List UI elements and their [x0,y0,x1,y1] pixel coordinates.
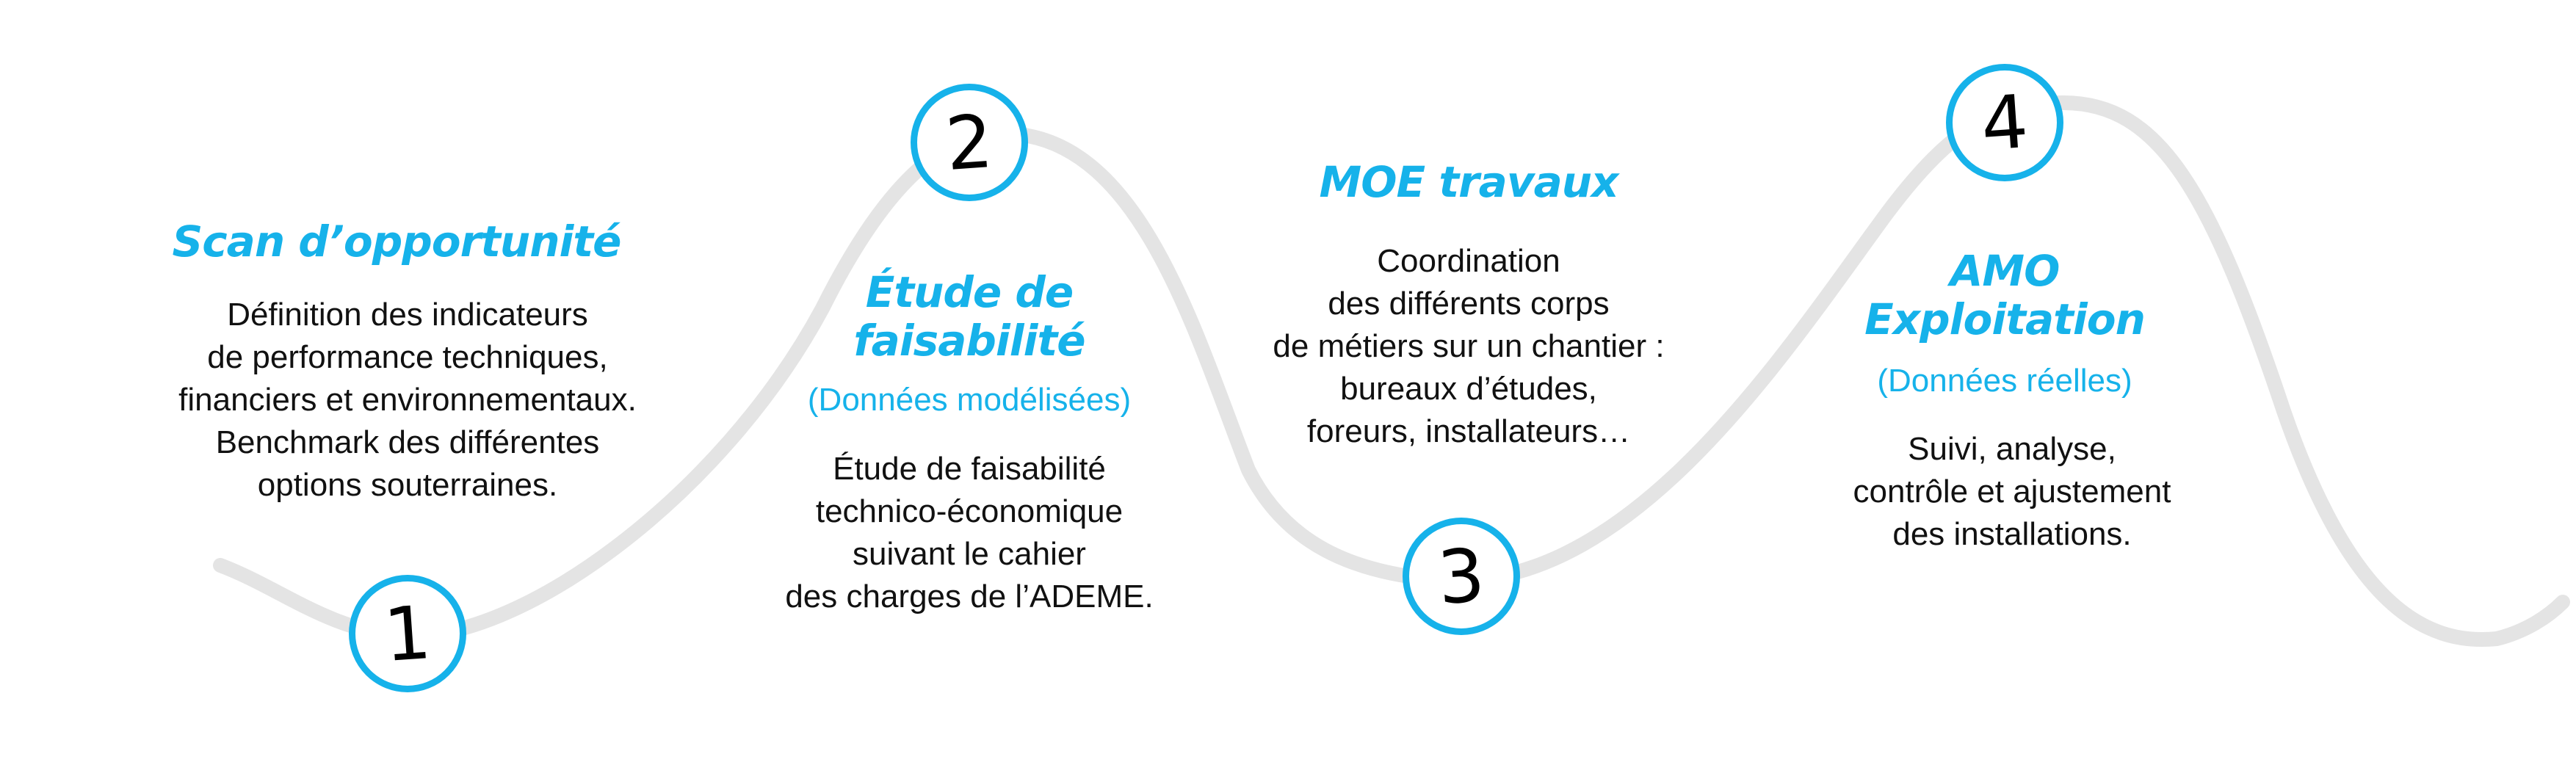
step-3-desc-line: des différents corps [1328,286,1610,322]
step-2-number: 2 [943,98,996,187]
step-2-subtitle: (Données modélisées) [807,382,1132,418]
step-1-desc-line: de performance techniques, [207,339,608,375]
step-2-title-line: Étude de [865,267,1074,317]
step-3-desc-line: foreurs, installateurs… [1306,413,1631,449]
step-2-desc-line: technico-économique [815,493,1124,529]
step-2-desc-line: suivant le cahier [853,536,1086,572]
step-2-description: Étude de faisabilité technico-économique… [734,448,1204,618]
step-1-number-badge: 1 [349,575,466,692]
step-1-desc-line: financiers et environnementaux. [178,382,637,418]
step-3-title: MOE travaux [1278,158,1660,206]
step-1-description: Définition des indicateurs de performanc… [125,294,690,507]
step-4-description: Suivi, analyse, contrôle et ajustement d… [1777,428,2247,556]
step-1-number: 1 [381,589,434,678]
step-4-desc-line: des installations. [1892,516,2132,552]
step-4-desc-line: Suivi, analyse, [1908,431,2116,467]
step-1-title-line: Scan d’opportunité [172,217,622,267]
step-3-desc-line: Coordination [1377,243,1560,279]
step-4-number-badge: 4 [1946,64,2063,181]
step-1-title: Scan d’opportunité [169,217,624,266]
step-4-title: AMO Exploitation [1821,247,2188,344]
step-3-title-line: MOE travaux [1319,157,1619,207]
step-2-desc-line: Étude de faisabilité [833,451,1106,487]
step-4-title-line: Exploitation [1864,294,2146,344]
step-2-title-line: faisabilité [853,316,1085,366]
step-3-desc-line: bureaux d’études, [1340,371,1597,407]
step-2-title: Étude de faisabilité [778,268,1160,365]
step-1-desc-line: Benchmark des différentes [215,424,600,460]
step-3-number-badge: 3 [1403,518,1520,635]
step-4-number: 4 [1978,78,2031,167]
step-3-number: 3 [1435,532,1488,621]
step-1-desc-line: Définition des indicateurs [227,297,588,333]
step-3-desc-line: de métiers sur un chantier : [1273,328,1665,364]
step-4-desc-line: contrôle et ajustement [1853,474,2171,510]
step-2-number-badge: 2 [911,84,1028,201]
step-4-subtitle: (Données réelles) [1877,363,2132,399]
step-3-description: Coordination des différents corps de mét… [1204,240,1733,453]
step-2-desc-line: des charges de l’ADEME. [785,579,1154,614]
step-4-title-line: AMO [1950,246,2061,296]
step-1-desc-line: options souterraines. [257,467,558,503]
